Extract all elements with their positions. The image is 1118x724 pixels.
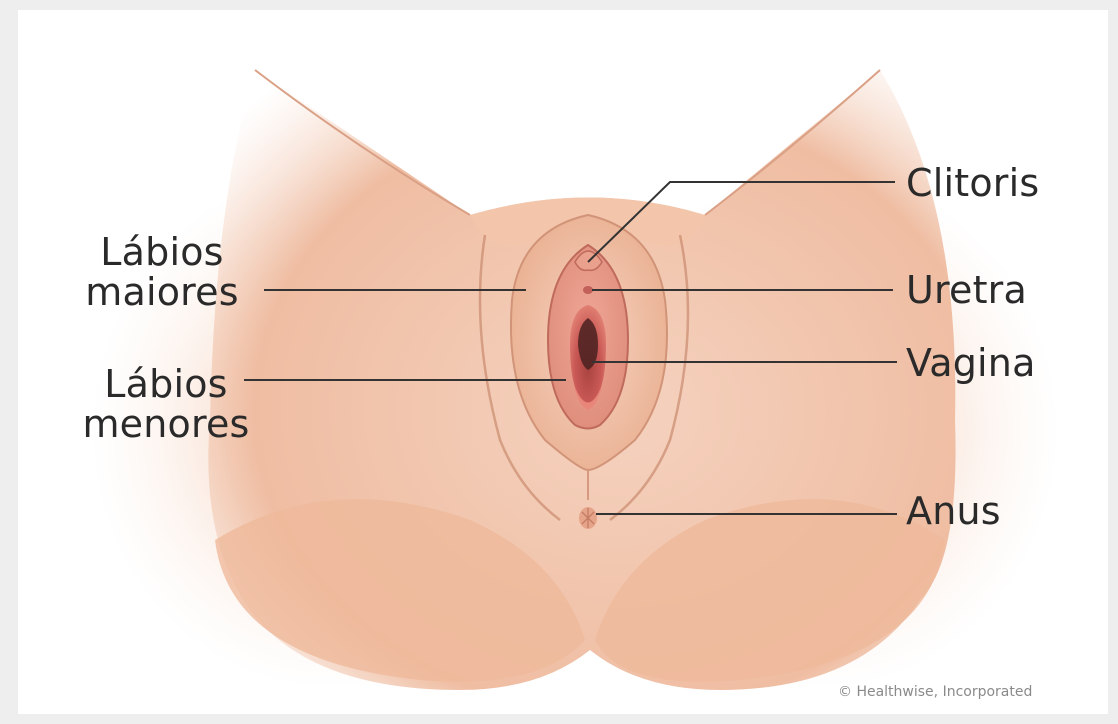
label-anus: Anus <box>906 491 1001 531</box>
urethra-mark <box>583 286 593 294</box>
label-labios-maiores: Lábios maiores <box>52 232 272 312</box>
label-uretra: Uretra <box>906 270 1027 310</box>
label-clitoris: Clitoris <box>906 163 1039 203</box>
copyright-credit: © Healthwise, Incorporated <box>838 684 1108 700</box>
anus-mark <box>579 507 597 529</box>
label-vagina: Vagina <box>906 343 1036 383</box>
label-labios-menores: Lábios menores <box>56 364 276 444</box>
